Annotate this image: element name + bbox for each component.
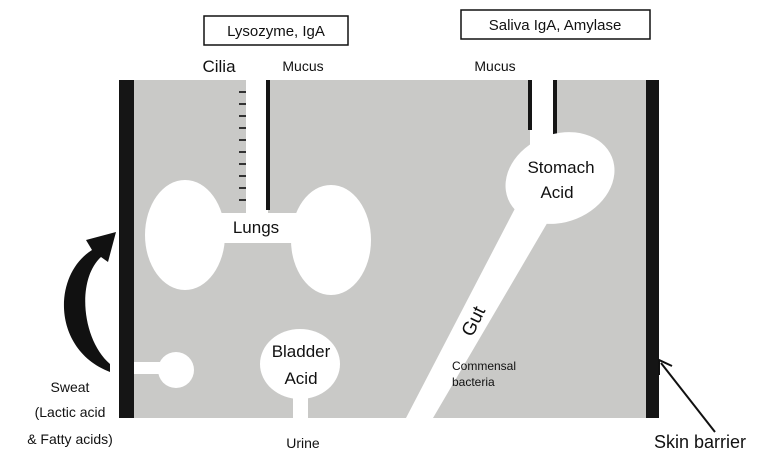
commensal-label-line2: bacteria <box>452 375 495 389</box>
airway <box>246 80 268 220</box>
stomach-label-line2: Acid <box>540 183 573 202</box>
skin-barrier-left <box>119 80 134 418</box>
mucus-left-label: Mucus <box>282 58 323 74</box>
cilia-label: Cilia <box>202 57 236 76</box>
lungs-label: Lungs <box>233 218 279 237</box>
urine-label: Urine <box>286 435 320 451</box>
skin-barrier-pointer <box>661 363 715 432</box>
bladder-label-line1: Bladder <box>272 342 331 361</box>
sweat-sub-label-1: (Lactic acid <box>35 404 106 420</box>
mucus-right-label: Mucus <box>474 58 515 74</box>
urethra <box>293 385 308 418</box>
skin-barrier-label: Skin barrier <box>654 432 746 452</box>
bladder-label-line2: Acid <box>284 369 317 388</box>
sweat-gland <box>158 352 194 388</box>
sweat-label: Sweat <box>51 379 90 395</box>
commensal-label-line1: Commensal <box>452 359 516 373</box>
lysozyme-label: Lysozyme, IgA <box>227 23 325 40</box>
skin-barrier-right <box>646 80 659 418</box>
sweat-sub-label-2: & Fatty acids) <box>27 431 113 447</box>
stomach-label-line1: Stomach <box>527 158 594 177</box>
sweat-arrow <box>64 232 116 372</box>
saliva-label: Saliva IgA, Amylase <box>489 17 622 34</box>
